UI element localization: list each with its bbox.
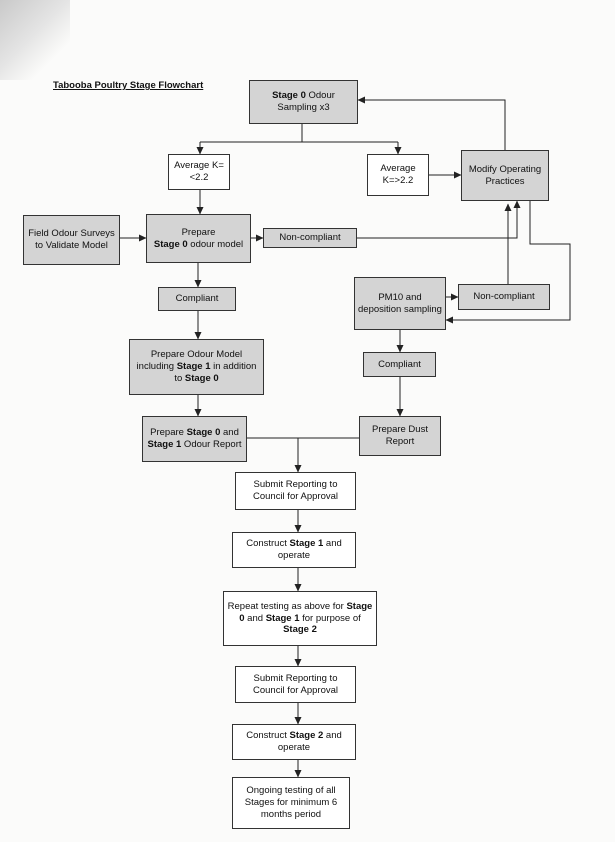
node-repeat-bold3: Stage 2 xyxy=(283,624,317,636)
node-compliant-dust-text: Compliant xyxy=(378,358,421,370)
node-pm10-sampling-text: PM10 and deposition sampling xyxy=(358,291,442,315)
node-odour-report: Prepare Stage 0 and Stage 1 Odour Report xyxy=(142,416,247,462)
node-odour-report-bold1: Stage 0 xyxy=(186,427,221,439)
node-noncompliant-dust: Non-compliant xyxy=(458,284,550,310)
node-construct-stage2-pre: Construct xyxy=(246,730,290,742)
connector-modify-to-pm10-loop xyxy=(445,201,571,324)
node-prepare-stage0-model-pre: Prepare xyxy=(181,226,216,238)
node-construct-stage1-post: and operate xyxy=(277,538,342,561)
node-repeat-mid2: for purpose of xyxy=(299,612,361,624)
node-prepare-stage0-model: Prepare Stage 0 odour model xyxy=(146,214,251,263)
node-construct-stage2-post: and operate xyxy=(277,730,342,753)
node-stage0-sampling-text: Odour Sampling x3 xyxy=(277,90,335,113)
connector-modify-to-sampling xyxy=(357,96,506,150)
node-prepare-stage0-model-post: odour model xyxy=(187,238,244,250)
node-compliant-odour: Compliant xyxy=(158,287,236,311)
node-average-low-text: Average K=<2.2 xyxy=(174,160,224,183)
node-repeat-mid: and xyxy=(244,612,266,624)
node-construct-stage1-bold: Stage 1 xyxy=(289,538,324,550)
node-submit-reporting-2: Submit Reporting to Council for Approval xyxy=(235,666,356,703)
node-average-high: Average K=>2.2 xyxy=(367,154,429,196)
node-prepare-stage1-model: Prepare Odour Model including Stage 1 in… xyxy=(129,339,264,395)
node-dust-report: Prepare Dust Report xyxy=(359,416,441,456)
node-pm10-sampling: PM10 and deposition sampling xyxy=(354,277,446,330)
node-ongoing-testing-text: Ongoing testing of all Stages for minimu… xyxy=(244,785,338,820)
node-construct-stage1: Construct Stage 1 and operate xyxy=(232,532,356,568)
node-modify-practices: Modify Operating Practices xyxy=(461,150,549,201)
node-repeat-bold1: Stage 0 xyxy=(239,600,373,624)
node-prepare-stage0-model-bold: Stage 0 xyxy=(153,238,188,250)
node-compliant-odour-text: Compliant xyxy=(175,293,219,305)
node-stage1-model-bold1: Stage 1 xyxy=(176,361,211,373)
node-stage1-model-pre: Prepare Odour Model including xyxy=(136,349,243,373)
node-odour-report-pre: Prepare xyxy=(150,427,187,439)
node-stage1-model-bold2: Stage 0 xyxy=(184,372,219,384)
node-repeat-pre: Repeat testing as above for xyxy=(227,600,347,612)
node-stage1-model-mid: in addition to xyxy=(174,361,257,384)
node-field-odour-surveys: Field Odour Surveys to Validate Model xyxy=(23,215,120,265)
node-noncompliant-dust-text: Non-compliant xyxy=(473,291,535,303)
node-repeat-testing: Repeat testing as above for Stage 0 and … xyxy=(223,591,377,646)
node-odour-report-post: Odour Report xyxy=(181,439,242,450)
node-stage0-sampling-bold: Stage 0 xyxy=(272,90,306,102)
node-noncompliant-odour-text: Non-compliant xyxy=(279,232,341,244)
node-compliant-dust: Compliant xyxy=(363,352,436,377)
flowchart-title: Tabooba Poultry Stage Flowchart xyxy=(53,80,204,91)
node-construct-stage2-bold: Stage 2 xyxy=(289,730,324,742)
node-odour-report-bold2: Stage 1 xyxy=(147,439,182,450)
connector-noncompliant-to-modify xyxy=(357,200,521,239)
page-corner-shading xyxy=(0,0,70,80)
node-construct-stage1-pre: Construct xyxy=(246,538,290,550)
node-submit-reporting-1: Submit Reporting to Council for Approval xyxy=(235,472,356,510)
node-stage0-sampling: Stage 0 Odour Sampling x3 xyxy=(249,80,358,124)
node-dust-report-text: Prepare Dust Report xyxy=(372,424,428,447)
node-repeat-bold2: Stage 1 xyxy=(265,612,300,624)
node-average-low: Average K=<2.2 xyxy=(168,154,230,190)
node-odour-report-mid: and xyxy=(220,427,239,439)
node-construct-stage2: Construct Stage 2 and operate xyxy=(232,724,356,760)
node-submit-reporting-1-text: Submit Reporting to Council for Approval xyxy=(252,479,339,502)
node-field-odour-surveys-text: Field Odour Surveys to Validate Model xyxy=(28,228,115,251)
node-submit-reporting-2-text: Submit Reporting to Council for Approval xyxy=(252,672,339,696)
node-noncompliant-odour: Non-compliant xyxy=(263,228,357,248)
node-ongoing-testing: Ongoing testing of all Stages for minimu… xyxy=(232,777,350,829)
node-average-high-text: Average K=>2.2 xyxy=(380,163,416,186)
node-modify-practices-text: Modify Operating Practices xyxy=(468,163,542,187)
